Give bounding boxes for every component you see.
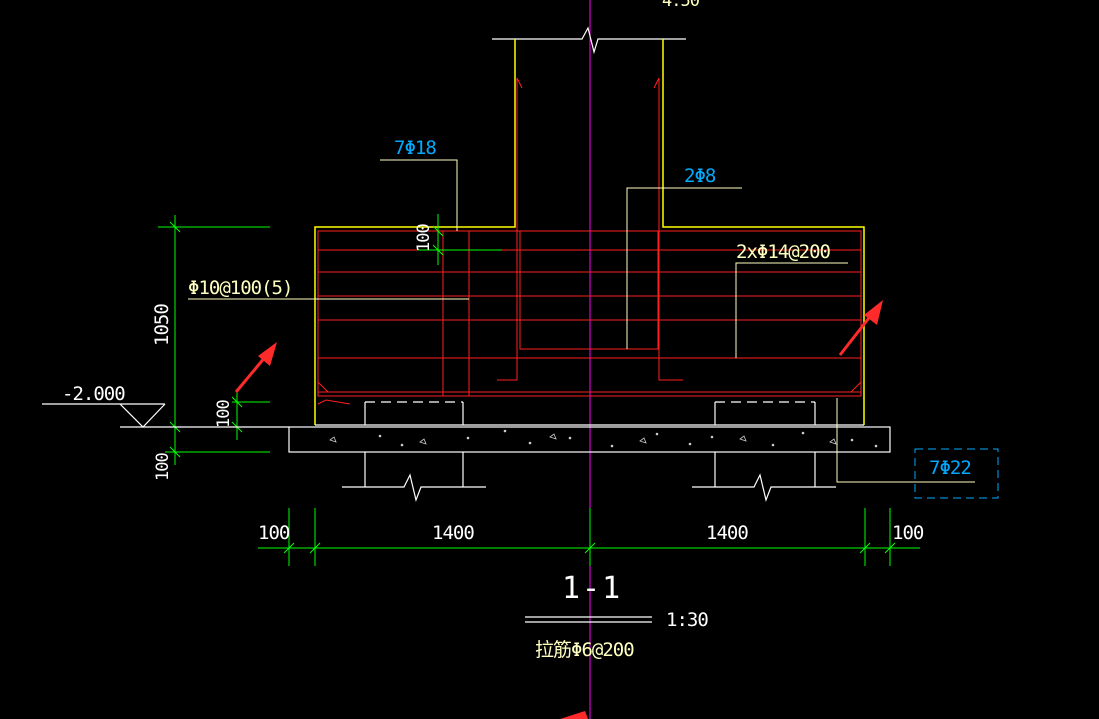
section-title-underline <box>525 616 652 623</box>
elevation-marker <box>42 403 289 428</box>
elevation-label: -2.000 <box>62 383 125 405</box>
column-break-line <box>492 26 686 55</box>
scale-label: 1:30 <box>666 609 708 631</box>
red-arrow-left <box>234 342 277 393</box>
rebar-mesh-label: 2xΦ14@200 <box>736 241 831 263</box>
rebar-bottom-label: 7Φ22 <box>929 457 971 479</box>
dim-left-edge-label: 100 <box>258 522 290 544</box>
top-cut-label: 4.50 <box>662 0 700 11</box>
dim-right-half-label: 1400 <box>706 522 748 544</box>
cover-top-label: 100 <box>414 224 434 252</box>
rebar-column-label: 7Φ18 <box>394 137 436 159</box>
concrete-hatch <box>329 429 878 448</box>
dim-right-edge-label: 100 <box>892 522 924 544</box>
tie-note-label: 拉筋Φ6@200 <box>535 639 634 661</box>
dimension-lines <box>158 214 920 566</box>
height-total-label: 1050 <box>151 304 173 346</box>
height-pad-label: 100 <box>153 453 173 481</box>
rebar-stirrup-label: Φ10@100(5) <box>188 277 292 299</box>
cover-bottom-label: 100 <box>214 400 234 428</box>
dim-left-half-label: 1400 <box>432 522 474 544</box>
section-title: 1-1 <box>562 571 622 606</box>
footing-rebar <box>317 77 862 405</box>
rebar-stirrup-leg-label: 2Φ8 <box>684 165 716 187</box>
leader-lines <box>188 159 975 483</box>
footing-structure <box>288 401 891 503</box>
red-arrow-bottom <box>560 711 588 719</box>
rebar-bottom-tag-box <box>914 448 999 499</box>
red-arrow-right <box>838 300 883 356</box>
